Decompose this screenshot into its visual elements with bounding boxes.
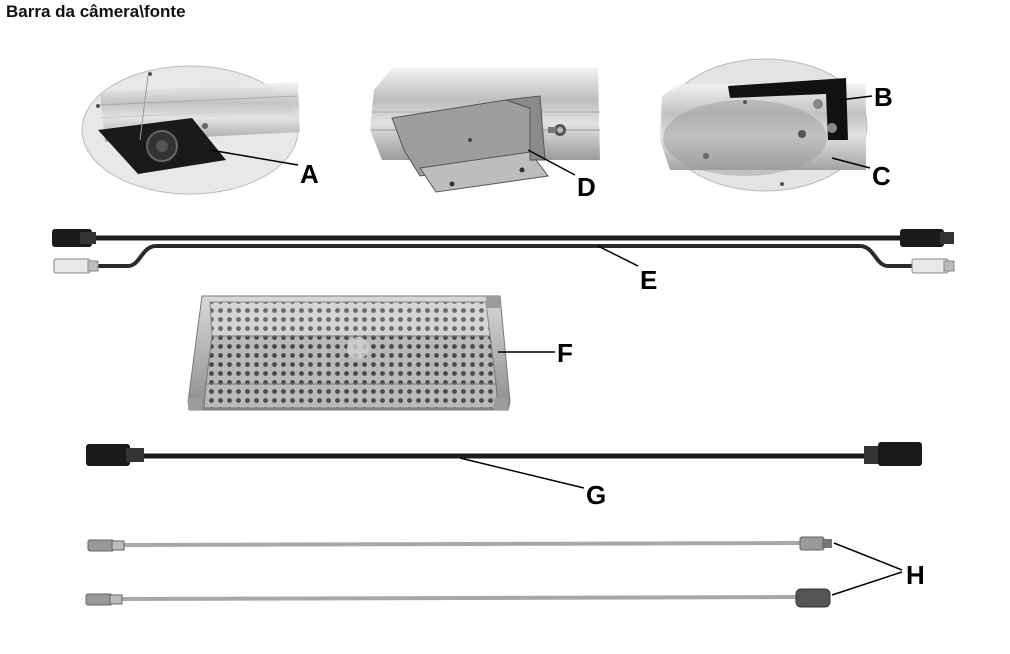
label-h: H — [906, 560, 925, 590]
callout-line-c — [831, 157, 871, 169]
part-bc-rail-end — [660, 58, 868, 192]
part-h-grey-cable-bottom — [85, 588, 831, 608]
label-b: B — [874, 82, 893, 112]
part-a-rail-end — [81, 65, 300, 195]
connector-black-left — [52, 229, 96, 247]
mounting-plate — [98, 118, 226, 174]
label-g: G — [586, 480, 606, 510]
label-a: A — [300, 159, 319, 189]
connector-g-right — [864, 442, 922, 466]
label-e: E — [640, 265, 657, 295]
callout-line-h2 — [831, 571, 903, 596]
connector-g-left — [86, 444, 144, 466]
l-bracket — [728, 78, 848, 140]
callout-line-e — [597, 245, 639, 267]
bracket — [391, 95, 549, 193]
connector-white-right — [911, 258, 955, 274]
callout-line-a — [209, 149, 299, 166]
callout-line-d — [527, 149, 576, 176]
part-e-dual-cable — [52, 229, 955, 274]
part-d-rail-bracket — [370, 68, 600, 193]
screw — [548, 124, 566, 136]
label-c: C — [872, 161, 891, 191]
label-f: F — [557, 338, 573, 368]
callout-line-h1 — [833, 542, 903, 571]
page-title: Barra da câmera\fonte — [6, 2, 186, 21]
part-g-black-cable — [86, 442, 922, 466]
connector-black-right — [900, 229, 954, 247]
callout-line-g — [459, 457, 585, 489]
part-h-grey-cable-top — [87, 536, 832, 552]
connector-white-left — [53, 258, 99, 274]
label-d: D — [577, 172, 596, 202]
part-f-power-supply — [187, 295, 511, 411]
callout-line-b — [839, 95, 873, 101]
